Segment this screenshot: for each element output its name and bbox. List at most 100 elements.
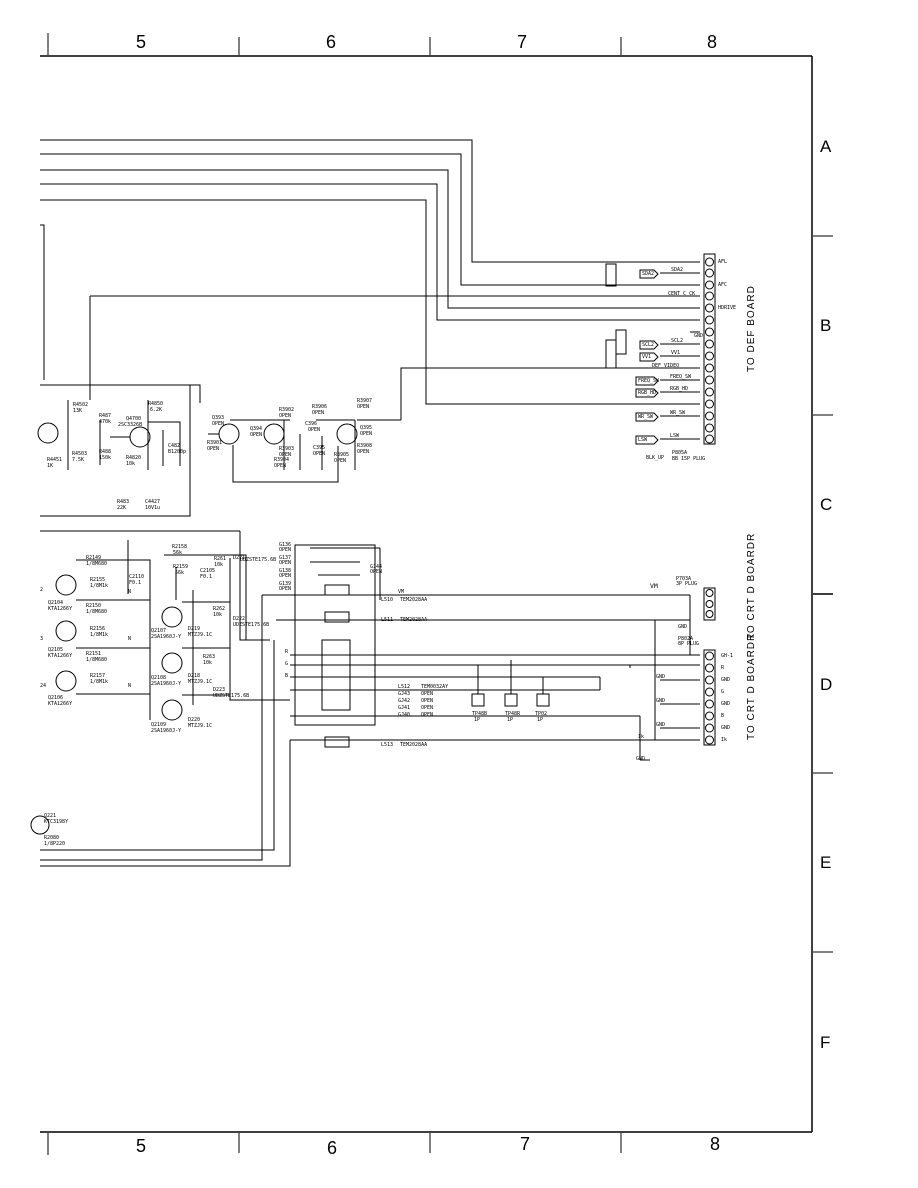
net-label-n2: N bbox=[128, 636, 132, 642]
q221-value: KTC3198Y bbox=[44, 819, 69, 825]
column-label-7-bottom: 7 bbox=[520, 1134, 531, 1154]
gj42-ref: GJ42 bbox=[398, 698, 411, 704]
video-driver-circuit bbox=[30, 530, 291, 867]
r2151-ref: R2151 bbox=[86, 651, 102, 657]
c396-value: OPEN bbox=[308, 427, 321, 433]
r2157-ref: R2157 bbox=[90, 673, 106, 679]
gj41-value: OPEN bbox=[421, 705, 434, 711]
r3903-ref: R3903 bbox=[279, 446, 295, 452]
q2106-ref: Q2106 bbox=[48, 695, 64, 701]
r488-value: 150k bbox=[99, 455, 112, 461]
q393-value: OPEN bbox=[212, 421, 225, 427]
r2156-value: 1/8M1k bbox=[90, 632, 109, 638]
r4502-value: 13K bbox=[73, 408, 83, 414]
q4700-ref: Q4700 bbox=[126, 416, 142, 422]
r2080-value: 1/8P220 bbox=[44, 841, 66, 847]
l512-ref: L512 bbox=[398, 684, 411, 690]
r3907-value: OPEN bbox=[357, 404, 370, 410]
wire-cent-c-ck: CENT_C_CK bbox=[668, 291, 696, 297]
d218-ref: D218 bbox=[188, 673, 201, 679]
crt-d-board-label-1: TO CRT D BOARDR bbox=[746, 532, 757, 640]
c2105-ref: C2105 bbox=[200, 568, 216, 574]
r487-ref: R487 bbox=[99, 413, 112, 419]
tp48b-value: 1P bbox=[474, 717, 481, 723]
r3904-ref: R3904 bbox=[274, 457, 290, 463]
q2105-value: KTA1266Y bbox=[48, 653, 73, 659]
r3902-ref: R3902 bbox=[279, 407, 295, 413]
net-label-24: 24 bbox=[40, 683, 47, 689]
d219-value: MTZJ9.1C bbox=[188, 632, 213, 638]
r2080-ref: R2080 bbox=[44, 835, 60, 841]
r262-ref: R262 bbox=[213, 606, 226, 612]
r3903-value: OPEN bbox=[279, 452, 292, 458]
p703a-type: 3P PLUG bbox=[676, 581, 698, 587]
tp48r-value: 1P bbox=[507, 717, 514, 723]
box-vv1: VV1 bbox=[642, 354, 652, 360]
def-board-label: TO DEF BOARD bbox=[746, 285, 757, 372]
r3908-ref: R3908 bbox=[357, 443, 373, 449]
r2158-value: 56k bbox=[173, 550, 183, 556]
l511-value: TEM2028AA bbox=[400, 617, 428, 623]
r4503-ref: R4503 bbox=[72, 451, 88, 457]
column-label-5-top: 5 bbox=[136, 32, 147, 52]
r2155-value: 1/8M1k bbox=[90, 583, 109, 589]
box-sda2: SDA2 bbox=[642, 271, 655, 277]
gnd-bottom: GND bbox=[636, 756, 646, 762]
tp02-value: 1P bbox=[537, 717, 544, 723]
q2104-ref: Q2104 bbox=[48, 600, 64, 606]
g136-value: OPEN bbox=[279, 547, 292, 553]
pin-afc: AFC bbox=[718, 282, 728, 288]
column-label-5-bottom: 5 bbox=[136, 1136, 147, 1156]
pin-afl: AFL bbox=[718, 259, 728, 265]
r2150-ref: R2150 bbox=[86, 603, 102, 609]
column-label-7-top: 7 bbox=[517, 32, 528, 52]
r488-ref: R488 bbox=[99, 449, 112, 455]
r483-ref: R483 bbox=[117, 499, 130, 505]
d221-ref: D221 bbox=[233, 555, 246, 561]
g144-ref: G144 bbox=[370, 564, 383, 570]
row-label-c: C bbox=[820, 495, 833, 514]
p805a-type: BB 15P PLUG bbox=[672, 456, 706, 462]
r2149-value: 1/8M680 bbox=[86, 561, 108, 567]
d220-ref: D220 bbox=[188, 717, 201, 723]
tp02-ref: TP02 bbox=[535, 711, 548, 717]
p805a-ref: P805A bbox=[672, 450, 688, 456]
q2108-ref: Q2108 bbox=[151, 675, 167, 681]
tp48r-ref: TP48R bbox=[505, 711, 521, 717]
pin-gnd: GND bbox=[694, 333, 704, 339]
r2150-value: 1/8M680 bbox=[86, 609, 108, 615]
d223-ref: D223 bbox=[213, 687, 226, 693]
wire-sda2: SDA2 bbox=[671, 267, 684, 273]
row-label-e: E bbox=[820, 853, 832, 872]
filter-jumper-block bbox=[262, 544, 700, 760]
l510-ref: L510 bbox=[381, 597, 394, 603]
d220-value: MTZJ9.1C bbox=[188, 723, 213, 729]
r483-value: 22K bbox=[117, 505, 127, 511]
l511-ref: L511 bbox=[381, 617, 394, 623]
c482-ref: C482 bbox=[168, 443, 181, 449]
g137-ref: G137 bbox=[279, 555, 292, 561]
g144-value: OPEN bbox=[370, 569, 383, 575]
d218-value: MTZJ9.1C bbox=[188, 679, 213, 685]
g136-ref: G136 bbox=[279, 542, 292, 548]
column-label-6-bottom: 6 bbox=[327, 1138, 338, 1158]
box-wr-sw: WR_SW bbox=[638, 414, 654, 420]
wire-r: R bbox=[285, 649, 289, 655]
q2105-ref: Q2105 bbox=[48, 647, 64, 653]
wire-gnd-2: GND bbox=[656, 698, 666, 704]
l513-value: TEM2028AA bbox=[400, 742, 428, 748]
wire-scl2: SCL2 bbox=[671, 338, 684, 344]
r3907-ref: R3907 bbox=[357, 398, 373, 404]
r3901-value: OPEN bbox=[207, 446, 220, 452]
row-label-f: F bbox=[820, 1033, 831, 1052]
r263-value: 10k bbox=[203, 660, 213, 666]
crt-pin-gh1: GH-1 bbox=[721, 653, 734, 659]
r4820-value: 10k bbox=[126, 461, 136, 467]
r2157-value: 1/8M1k bbox=[90, 679, 109, 685]
r4451-ref: R4451 bbox=[47, 457, 63, 463]
blk-up-label: BLK_UP bbox=[646, 455, 665, 461]
wire-def-video: DEF VIDEO bbox=[652, 363, 680, 369]
q394-ref: Q394 bbox=[250, 426, 263, 432]
gj42-value: OPEN bbox=[421, 698, 434, 704]
q394-value: OPEN bbox=[250, 432, 263, 438]
